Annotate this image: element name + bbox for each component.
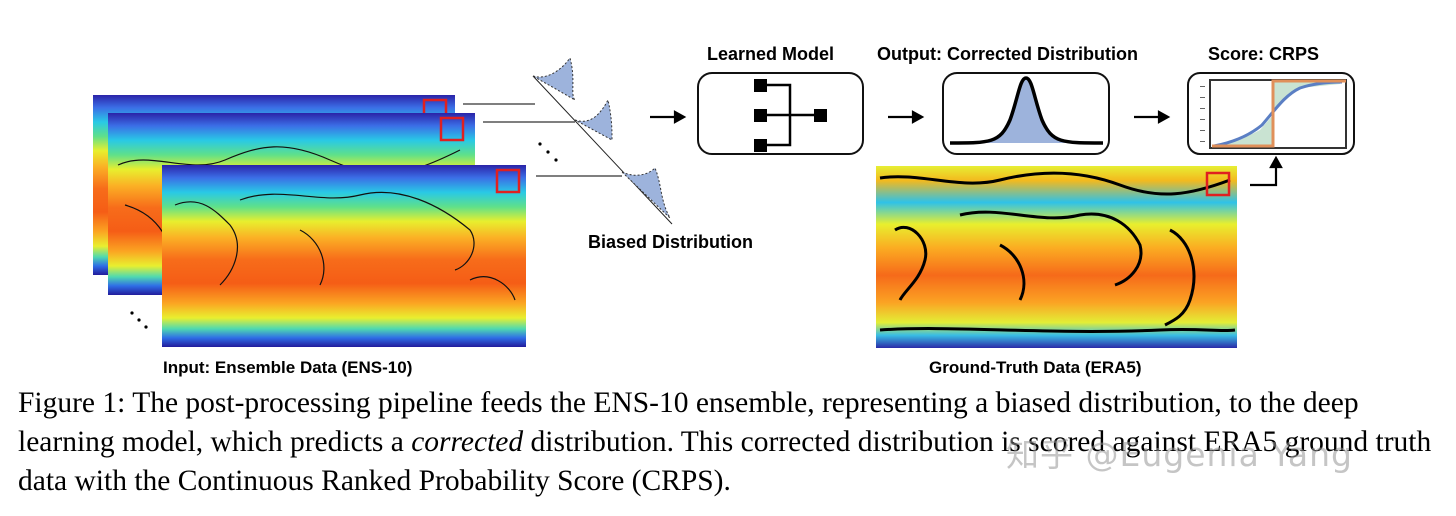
caption-text-2: distribution. This corrected distributio…	[18, 426, 1432, 497]
learned-model-panel	[697, 72, 864, 155]
crps-panel	[1187, 72, 1355, 155]
input-label: Input: Ensemble Data (ENS-10)	[163, 358, 413, 377]
ellipsis-dots	[130, 311, 148, 329]
highlight-box	[439, 116, 465, 142]
figure-number: Figure 1:	[18, 387, 126, 419]
ensemble-map-front	[162, 165, 526, 347]
biased-distribution-label: Biased Distribution	[588, 232, 754, 252]
output-label: Output: Corrected Distribution	[877, 44, 1138, 64]
corrected-distribution-panel	[942, 72, 1110, 155]
connector-lines	[463, 103, 622, 177]
score-label: Score: CRPS	[1208, 44, 1320, 64]
learned-model-label: Learned Model	[707, 44, 835, 64]
arrows	[650, 110, 1283, 187]
highlight-box	[1205, 171, 1231, 197]
ground-truth-label: Ground-Truth Data (ERA5)	[929, 358, 1142, 377]
biased-distribution	[532, 56, 673, 225]
ground-truth-map	[876, 166, 1237, 348]
caption-text-1: The post-processing pipeline feeds the E…	[18, 387, 1359, 458]
figure-1: Learned Model Output: Corrected Distribu…	[93, 44, 1355, 377]
figure-caption: Figure 1: The post-processing pipeline f…	[18, 384, 1448, 501]
watermark: 知乎 @Eugenia Yang	[1006, 435, 1353, 474]
highlight-box	[495, 168, 521, 194]
caption-emphasis: corrected	[411, 426, 524, 458]
pipeline-diagram	[93, 56, 1355, 348]
